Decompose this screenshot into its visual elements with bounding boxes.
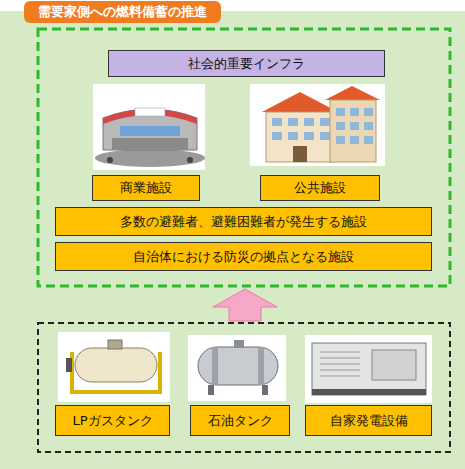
- equipment-box: 自家発電設備: [305, 405, 432, 436]
- box-label: LPガスタンク: [72, 412, 152, 430]
- box-label: 自家発電設備: [330, 412, 408, 430]
- box-label: 公共施設: [294, 179, 346, 197]
- facility-box: 公共施設: [260, 175, 380, 201]
- lp-tank-picture: [58, 332, 170, 402]
- box-label: 石油タンク: [208, 412, 273, 430]
- equipment-box: 石油タンク: [190, 405, 290, 436]
- dashed-group: [38, 29, 450, 286]
- building-picture: [250, 84, 385, 166]
- infra-box: 社会的重要インフラ: [108, 50, 385, 77]
- facility-box: 自治体における防災の拠点となる施設: [55, 242, 432, 271]
- box-label: 社会的重要インフラ: [188, 55, 305, 73]
- background-panel: [0, 11, 465, 469]
- mall-picture: [93, 84, 205, 170]
- up-arrow: [213, 289, 277, 321]
- box-label: 商業施設: [120, 179, 172, 197]
- box-label: 自治体における防災の拠点となる施設: [133, 248, 354, 266]
- facility-box: 多数の避難者、避難困難者が発生する施設: [55, 207, 432, 236]
- dashed-group: [38, 323, 450, 452]
- generator-picture: [305, 335, 432, 403]
- title-tab: 需要家側への燃料備蓄の推進: [24, 1, 221, 23]
- box-label: 多数の避難者、避難困難者が発生する施設: [120, 213, 367, 231]
- equipment-box: LPガスタンク: [55, 405, 170, 436]
- facility-box: 商業施設: [92, 175, 200, 201]
- oil-tank-picture: [188, 335, 286, 401]
